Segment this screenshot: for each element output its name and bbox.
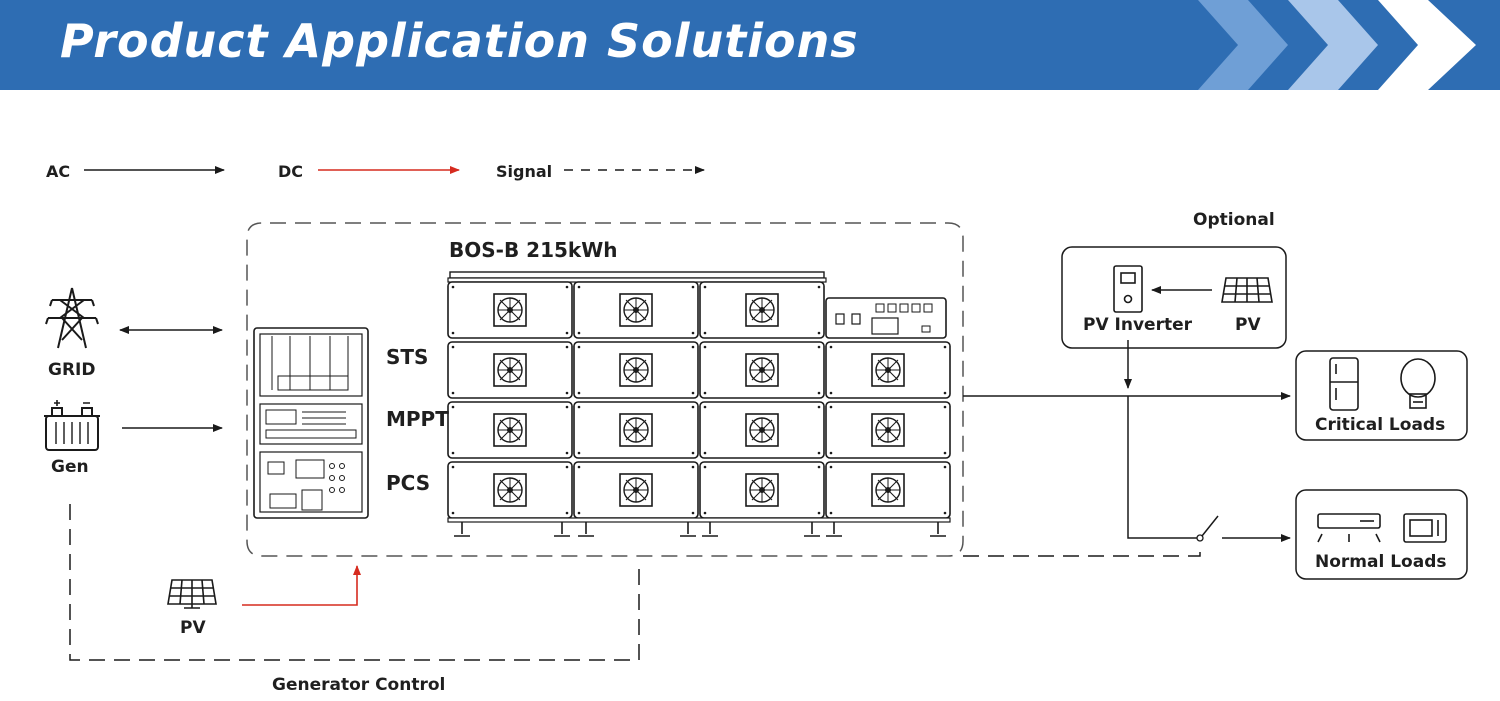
generator-icon xyxy=(44,400,100,451)
grid-tower-icon xyxy=(45,287,99,349)
legend-dc-label: DC xyxy=(278,162,304,181)
module-sts-label: STS xyxy=(386,345,429,369)
pv-inverter-label: PV Inverter xyxy=(1083,315,1192,335)
normal-loads-label: Normal Loads xyxy=(1315,552,1447,572)
fridge-icon xyxy=(1329,357,1359,411)
lamp-icon xyxy=(1400,358,1436,409)
system-name: BOS-B 215kWh xyxy=(449,238,618,262)
generator-control-label: Generator Control xyxy=(272,675,446,695)
control-cabinet xyxy=(253,327,369,519)
pv-dc-line xyxy=(242,565,361,606)
critical-loads-box xyxy=(1295,350,1468,441)
optional-label: Optional xyxy=(1193,210,1275,230)
battery-rack xyxy=(447,271,951,537)
page-title: Product Application Solutions xyxy=(60,14,859,68)
gen-label: Gen xyxy=(51,457,89,477)
optional-box xyxy=(1061,246,1287,349)
load-switch-icon xyxy=(1196,515,1219,542)
grid-label: GRID xyxy=(48,360,96,380)
critical-loads-label: Critical Loads xyxy=(1315,415,1446,435)
microwave-icon xyxy=(1403,513,1447,543)
legend-ac-label: AC xyxy=(46,162,71,181)
optional-pv-label: PV xyxy=(1235,315,1261,335)
optional-pv-panel-icon xyxy=(1221,277,1273,303)
normal-loads-box xyxy=(1295,489,1468,580)
pv-label: PV xyxy=(180,618,206,638)
module-mppt-label: MPPT xyxy=(386,407,449,431)
legend-signal-label: Signal xyxy=(496,162,553,181)
header-banner: Product Application Solutions xyxy=(0,0,1500,90)
system-enclosure xyxy=(246,222,964,557)
pv-inverter-icon xyxy=(1113,265,1143,313)
chevron-decoration-icon xyxy=(1198,0,1476,90)
generator-control-signal xyxy=(69,504,640,661)
air-conditioner-icon xyxy=(1317,513,1381,543)
module-pcs-label: PCS xyxy=(386,471,431,495)
pv-panel-icon xyxy=(167,579,217,609)
